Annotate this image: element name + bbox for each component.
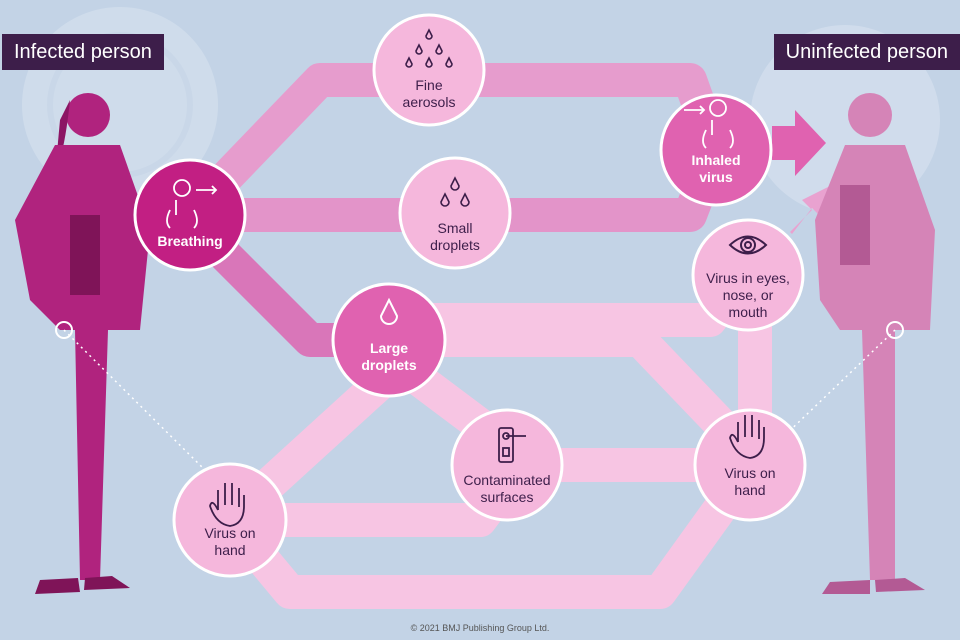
node-fine-aerosols bbox=[372, 13, 486, 127]
copyright-text: © 2021 BMJ Publishing Group Ltd. bbox=[410, 623, 550, 633]
node-large-droplets bbox=[331, 282, 447, 398]
inhale-arrow bbox=[772, 110, 826, 176]
node-virus-on-hand-left bbox=[172, 462, 288, 578]
contaminated-surfaces-label: Contaminated surfaces bbox=[463, 472, 551, 505]
inhaling-person-icon bbox=[684, 99, 734, 149]
node-inhaled-virus bbox=[659, 93, 773, 207]
uninfected-person-figure bbox=[815, 93, 935, 594]
eye-icon bbox=[728, 235, 768, 255]
fine-aerosol-drops-icon bbox=[405, 28, 453, 68]
virus-on-hand-left-label: Virus on hand bbox=[204, 525, 256, 558]
virus-on-hand-right-label: Virus on hand bbox=[724, 465, 776, 498]
node-contaminated-surfaces bbox=[450, 408, 564, 522]
breathing-person-icon bbox=[166, 179, 218, 229]
uninfected-person-label: Uninfected person bbox=[773, 34, 960, 70]
small-droplets-label: Small droplets bbox=[430, 220, 480, 253]
hand-icon bbox=[209, 483, 245, 527]
hand-link-right bbox=[779, 329, 896, 441]
node-virus-on-hand-right bbox=[693, 408, 807, 522]
node-breathing bbox=[133, 158, 247, 272]
hand-icon bbox=[729, 415, 765, 459]
hand-link-left bbox=[63, 329, 211, 476]
small-droplets-icon bbox=[440, 176, 470, 207]
fine-aerosols-label: Fine aerosols bbox=[402, 77, 456, 110]
inhaled-virus-label: Inhaled virus bbox=[691, 152, 741, 185]
node-small-droplets bbox=[398, 156, 512, 270]
large-droplets-label: Large droplets bbox=[361, 340, 417, 373]
large-droplet-icon bbox=[379, 297, 399, 325]
virus-eyes-label: Virus in eyes, nose, or mouth bbox=[706, 270, 790, 320]
node-virus-eyes bbox=[691, 218, 805, 332]
infected-person-label: Infected person bbox=[2, 34, 164, 70]
breathing-label: Breathing bbox=[157, 233, 223, 249]
infected-person-figure bbox=[15, 93, 150, 594]
door-handle-icon bbox=[498, 427, 526, 463]
